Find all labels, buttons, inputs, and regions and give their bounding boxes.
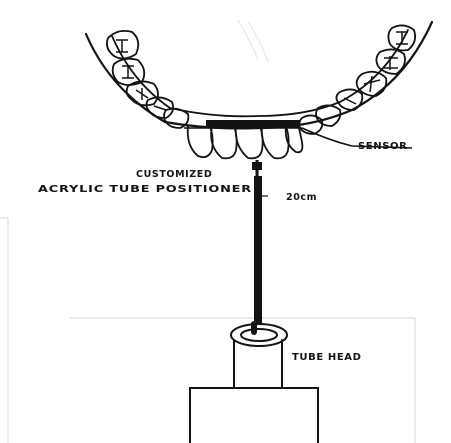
tooth-molar-right-3-fissure bbox=[364, 76, 380, 92]
scan-artifacts bbox=[0, 20, 415, 443]
incisor-2 bbox=[211, 126, 237, 158]
tooth-premolar-left-2 bbox=[164, 109, 188, 128]
arch-outer-outline bbox=[86, 22, 432, 128]
sensor-label: SENSOR bbox=[358, 141, 407, 152]
acrylic-tube-positioner-rod bbox=[254, 176, 262, 334]
tooth-premolar-right-1-fissure bbox=[344, 98, 356, 104]
tube-head-housing bbox=[190, 388, 318, 443]
tooth-molar-left-3-fissure bbox=[136, 88, 148, 100]
tooth-molar-left-1-fissure bbox=[116, 40, 128, 52]
tooth-premolar-right-1 bbox=[336, 89, 362, 110]
teeth-left bbox=[107, 31, 188, 128]
tube-head-label: TUBE HEAD bbox=[292, 352, 362, 363]
incisor-1 bbox=[188, 126, 213, 157]
tooth-premolar-left-1-fissure bbox=[154, 106, 166, 110]
teeth-right bbox=[299, 25, 415, 134]
palate-shading bbox=[238, 20, 268, 62]
tooth-molar-right-2-fissure bbox=[384, 56, 398, 70]
incisor-4 bbox=[262, 126, 289, 158]
customized-label: CUSTOMIZED bbox=[136, 169, 212, 180]
dental-arch bbox=[86, 22, 432, 128]
tube-head bbox=[190, 324, 318, 443]
sensor-plate bbox=[206, 120, 300, 128]
incisor-3 bbox=[236, 126, 263, 158]
distance-label: 20cm bbox=[286, 192, 317, 203]
acrylic-tube-positioner-label: ACRYLIC TUBE POSITIONER bbox=[38, 184, 252, 195]
tube-head-aperture bbox=[231, 324, 287, 346]
